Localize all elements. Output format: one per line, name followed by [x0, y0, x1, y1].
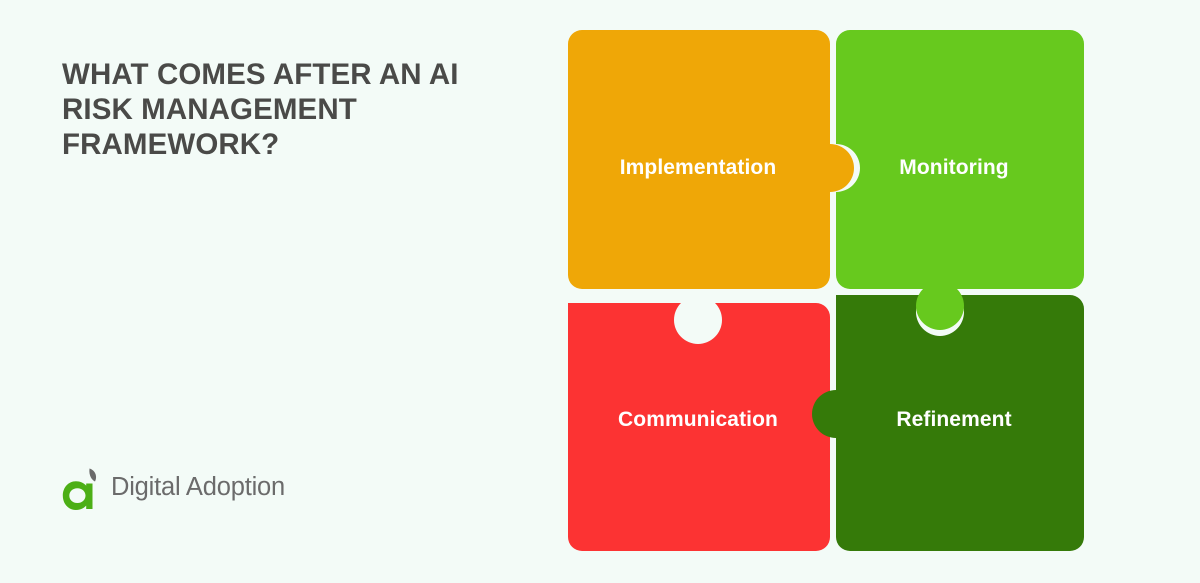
piece-label-refinement: Refinement [896, 408, 1012, 431]
page-title: What Comes After an AI Risk Management F… [62, 58, 459, 161]
piece-refinement-shape[interactable] [812, 295, 1084, 551]
piece-label-communication: Communication [618, 408, 778, 431]
digital-adoption-a-logo-icon [62, 468, 97, 510]
puzzle-diagram: Implementation Monitoring Communication … [568, 30, 1084, 551]
piece-label-implementation: Implementation [619, 156, 777, 179]
brand-name: Digital Adoption [111, 473, 286, 502]
left-panel: What Comes After an AI Risk Management F… [62, 0, 532, 583]
piece-label-monitoring: Monitoring [899, 156, 1009, 179]
piece-implementation-shape[interactable] [568, 30, 854, 289]
piece-monitoring-shape[interactable] [836, 30, 1084, 330]
puzzle-shapes [568, 30, 1084, 551]
brand-logo: Digital Adoption [62, 466, 285, 512]
piece-communication-shape[interactable] [568, 303, 830, 551]
